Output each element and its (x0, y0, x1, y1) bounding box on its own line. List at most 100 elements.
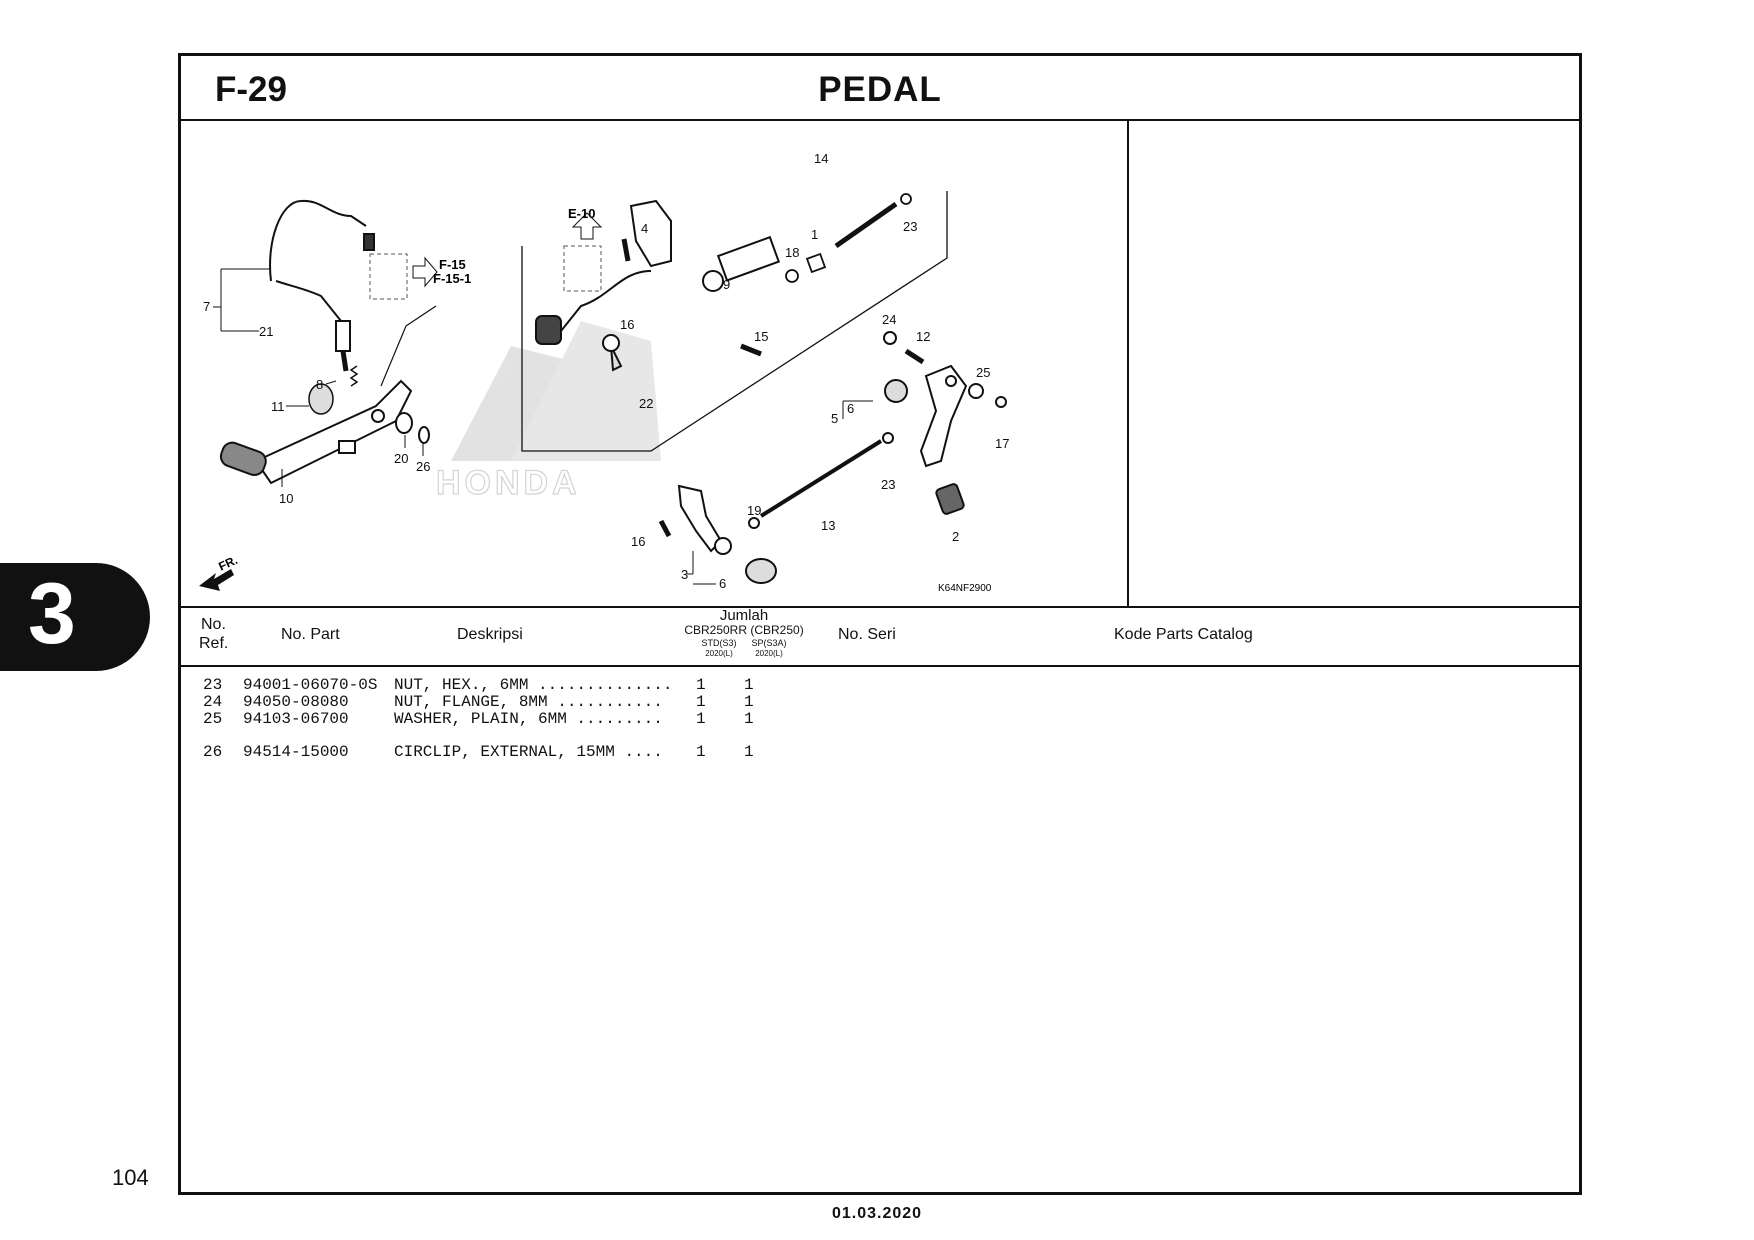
callout-labels: 14 23 1 18 4 9 15 16 22 24 12 25 6 5 17 … (203, 151, 1009, 591)
callout: 25 (976, 365, 990, 380)
callout: 6 (719, 576, 726, 591)
front-arrow-icon (199, 569, 234, 591)
washer-20 (395, 412, 413, 434)
figure-code: F-29 (215, 70, 287, 109)
catalog-frame: F-29 PEDAL HONDA (178, 53, 1582, 1195)
callout: 18 (785, 245, 799, 260)
col-no-seri: No. Seri (838, 626, 896, 643)
brake-pedal (219, 379, 413, 485)
callout: 4 (641, 221, 648, 236)
callout: 23 (881, 477, 895, 492)
col-jumlah: Jumlah CBR250RR (CBR250) STD(S3)SP(S3A) … (659, 608, 829, 659)
row-std: 1 (696, 710, 706, 728)
table-row: 25 94103-06700 WASHER, PLAIN, 6MM ......… (181, 710, 1579, 728)
callout: 3 (681, 567, 688, 582)
callout: 10 (279, 491, 293, 506)
row-ref: 23 (203, 676, 223, 694)
row-ref: 26 (203, 743, 223, 761)
table-row: 26 94514-15000 CIRCLIP, EXTERNAL, 15MM .… (181, 743, 1579, 761)
row-sp: 1 (744, 710, 754, 728)
section-tab: 3 (0, 563, 150, 671)
callout: 16 (620, 317, 634, 332)
rod-13 (759, 439, 883, 518)
page-number: 104 (112, 1165, 149, 1190)
row-part: 94103-06700 (243, 710, 349, 728)
row-part: 94514-15000 (243, 743, 349, 761)
row-sp: 1 (744, 693, 754, 711)
row-ref: 25 (203, 710, 223, 728)
shift-arm (677, 379, 908, 584)
callout: 26 (416, 459, 430, 474)
circlip-26 (418, 426, 430, 444)
callout: 16 (631, 534, 645, 549)
honda-watermark: HONDA (435, 321, 661, 503)
callout: 24 (882, 312, 896, 327)
row-part: 94050-08080 (243, 693, 349, 711)
std-year: 2020(L) (705, 649, 733, 658)
callout: 9 (723, 277, 730, 292)
exploded-view: HONDA (199, 151, 1009, 594)
callout: 1 (811, 227, 818, 242)
callout: 2 (952, 529, 959, 544)
arrow-up-icon (571, 212, 603, 240)
return-spring (349, 365, 359, 387)
row-part: 94001-06070-0S (243, 676, 378, 694)
col-no-ref-1: No. (201, 616, 226, 633)
print-date: 01.03.2020 (831, 1205, 923, 1222)
callout: 11 (271, 399, 285, 414)
ref-box-e10 (563, 245, 602, 292)
sp-year: 2020(L) (755, 649, 783, 658)
col-deskripsi: Deskripsi (457, 626, 523, 643)
callout: 8 (316, 377, 323, 392)
gearshift-pedal (919, 364, 968, 515)
col-no-ref-2: Ref. (199, 635, 229, 652)
std-label: STD(S3) (701, 638, 737, 648)
watermark-text: HONDA (436, 464, 581, 502)
sp-label: SP(S3A) (751, 638, 787, 648)
parts-diagram: HONDA (181, 121, 1129, 606)
section-number: 3 (28, 566, 76, 662)
table-row: 23 94001-06070-0S NUT, HEX., 6MM .......… (181, 676, 1579, 694)
callout: 20 (394, 451, 408, 466)
col-no-part: No. Part (281, 626, 340, 643)
row-sp: 1 (744, 676, 754, 694)
arrow-right-icon (412, 256, 438, 288)
ref-box-f15 (369, 253, 408, 300)
row-sp: 1 (744, 743, 754, 761)
callout: 5 (831, 411, 838, 426)
callout: 21 (259, 324, 273, 339)
col-kode: Kode Parts Catalog (1114, 626, 1253, 643)
row-ref: 24 (203, 693, 223, 711)
jumlah-label: Jumlah (719, 607, 769, 624)
callout: 19 (747, 503, 761, 518)
callout: 6 (847, 401, 854, 416)
master-cylinder (535, 199, 781, 372)
row-std: 1 (696, 743, 706, 761)
callout: 7 (203, 299, 210, 314)
row-desc: WASHER, PLAIN, 6MM ......... (394, 710, 663, 728)
stop-switch-cable (269, 199, 375, 372)
row-desc: NUT, FLANGE, 8MM ........... (394, 693, 663, 711)
row-std: 1 (696, 676, 706, 694)
table-row: 24 94050-08080 NUT, FLANGE, 8MM ........… (181, 693, 1579, 711)
ref-f15-label: F-15 (439, 257, 466, 272)
callout: 23 (903, 219, 917, 234)
pedal-boss (308, 383, 334, 415)
row-std: 1 (696, 693, 706, 711)
parts-table-header: No. Ref. No. Part Deskripsi Jumlah CBR25… (181, 606, 1579, 667)
callout: 13 (821, 518, 835, 533)
row-desc: NUT, HEX., 6MM .............. (394, 676, 673, 694)
front-label: FR. (216, 553, 239, 574)
diagram-code: K64NF2900 (938, 583, 992, 594)
figure-header: F-29 PEDAL (181, 56, 1579, 121)
row-desc: CIRCLIP, EXTERNAL, 15MM .... (394, 743, 663, 761)
assembly-outline (521, 191, 948, 452)
callout: 22 (639, 396, 653, 411)
callout: 17 (995, 436, 1009, 451)
callout: 12 (916, 329, 930, 344)
leader-lines (213, 268, 873, 585)
callout: 15 (754, 329, 768, 344)
figure-title: PEDAL (818, 70, 942, 109)
ref-f151-label: F-15-1 (433, 271, 471, 286)
rod-14 (834, 201, 898, 249)
